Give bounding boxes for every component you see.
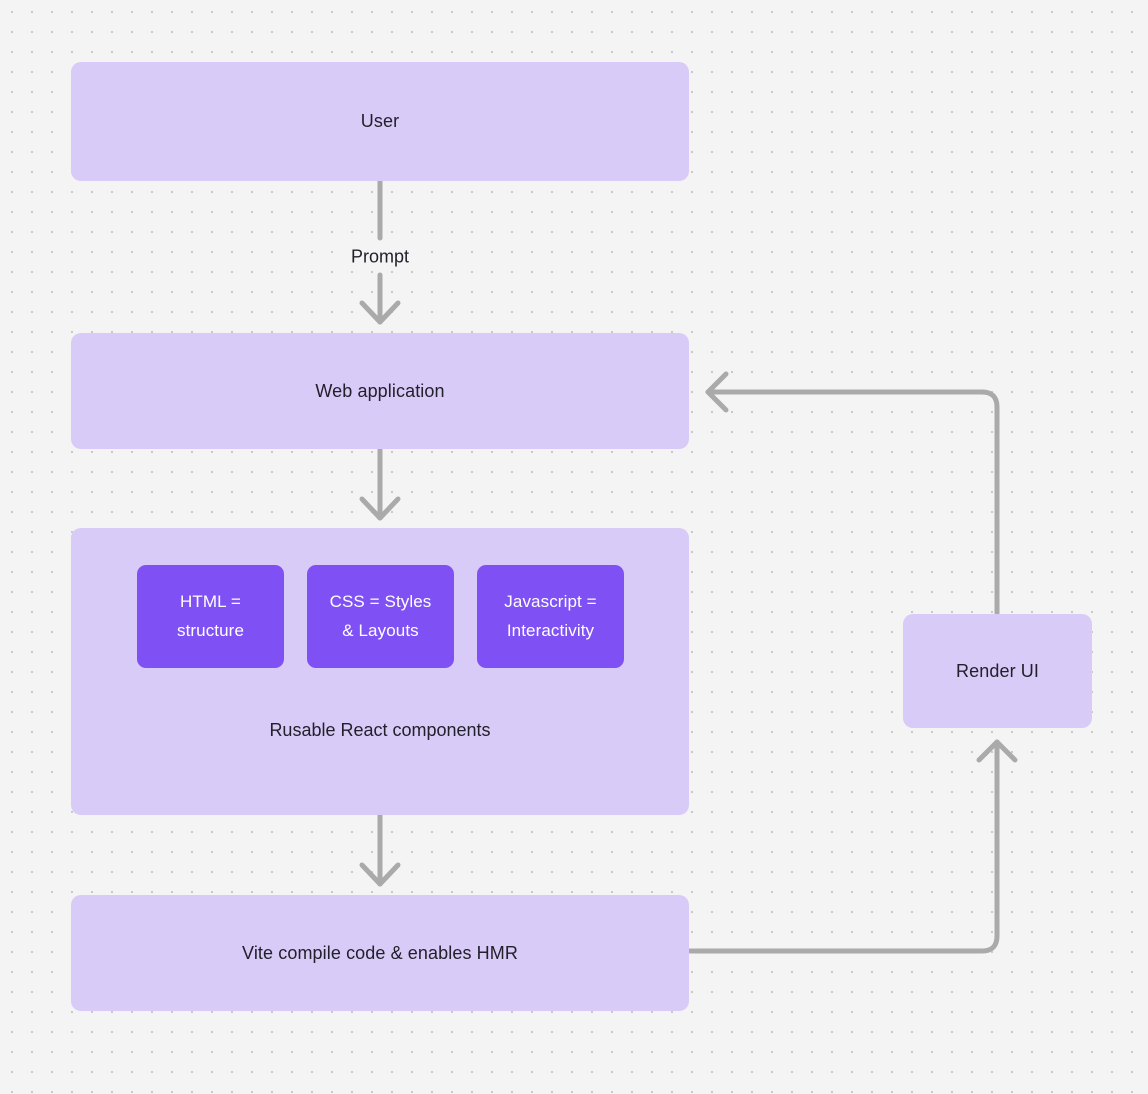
- node-web-application-label: Web application: [315, 380, 445, 401]
- node-css-label: CSS = Styles & Layouts: [329, 591, 432, 640]
- node-javascript-label: Javascript = Interactivity: [504, 591, 597, 640]
- node-user-label: User: [360, 111, 400, 132]
- node-components-group[interactable]: HTML = structure CSS = Styles & Layouts …: [71, 528, 689, 815]
- node-html[interactable]: HTML = structure: [137, 565, 284, 668]
- node-html-label: HTML = structure: [176, 591, 245, 640]
- node-javascript[interactable]: Javascript = Interactivity: [477, 565, 624, 668]
- edge-vite-to-render-arrowhead: [976, 739, 1018, 763]
- node-user[interactable]: User: [71, 62, 689, 181]
- node-render-ui[interactable]: Render UI: [903, 614, 1092, 728]
- edge-web-to-components-arrowhead: [359, 496, 401, 521]
- node-vite[interactable]: Vite compile code & enables HMR: [71, 895, 689, 1011]
- node-components-group-caption: Rusable React components: [269, 720, 491, 740]
- edge-render-to-web-arrowhead: [705, 371, 729, 413]
- edge-label-prompt: Prompt: [345, 246, 415, 268]
- edge-vite-to-render: [687, 739, 1000, 954]
- edge-render-to-web: [705, 389, 1000, 616]
- node-css[interactable]: CSS = Styles & Layouts: [307, 565, 454, 668]
- edge-user-to-web-arrowhead: [359, 300, 401, 325]
- node-render-ui-label: Render UI: [956, 660, 1039, 681]
- node-vite-label: Vite compile code & enables HMR: [242, 942, 518, 963]
- edge-components-to-vite-arrowhead: [359, 862, 401, 887]
- node-web-application[interactable]: Web application: [71, 333, 689, 449]
